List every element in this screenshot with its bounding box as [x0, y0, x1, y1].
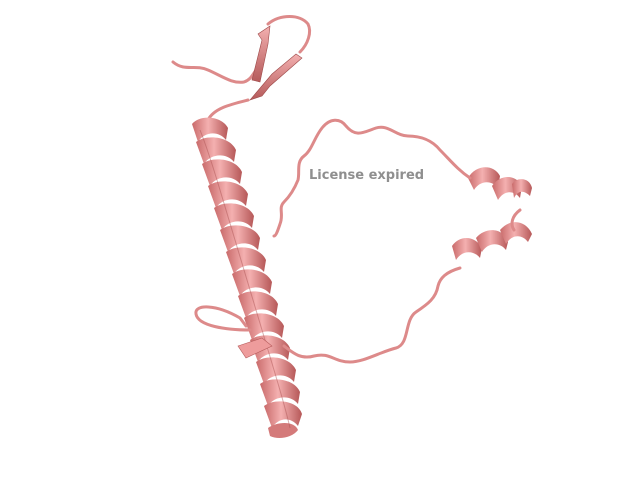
coil-to-helix — [206, 98, 250, 122]
beta-bridge — [237, 337, 273, 359]
coil-n-terminus — [171, 60, 258, 84]
coil-top-crossing — [272, 118, 472, 238]
coil-helix-turn — [510, 208, 522, 232]
coil-side-loop — [194, 305, 252, 332]
watermark-text: License expired — [309, 168, 425, 183]
alpha-helix-long — [192, 117, 302, 438]
alpha-helix-right-lower — [452, 222, 532, 260]
beta-strand-2 — [249, 53, 303, 101]
coil-long-connector — [282, 266, 462, 364]
alpha-helix-right-upper — [468, 167, 532, 200]
hairpin-loop-top — [266, 15, 312, 54]
beta-strand-1 — [251, 25, 271, 83]
